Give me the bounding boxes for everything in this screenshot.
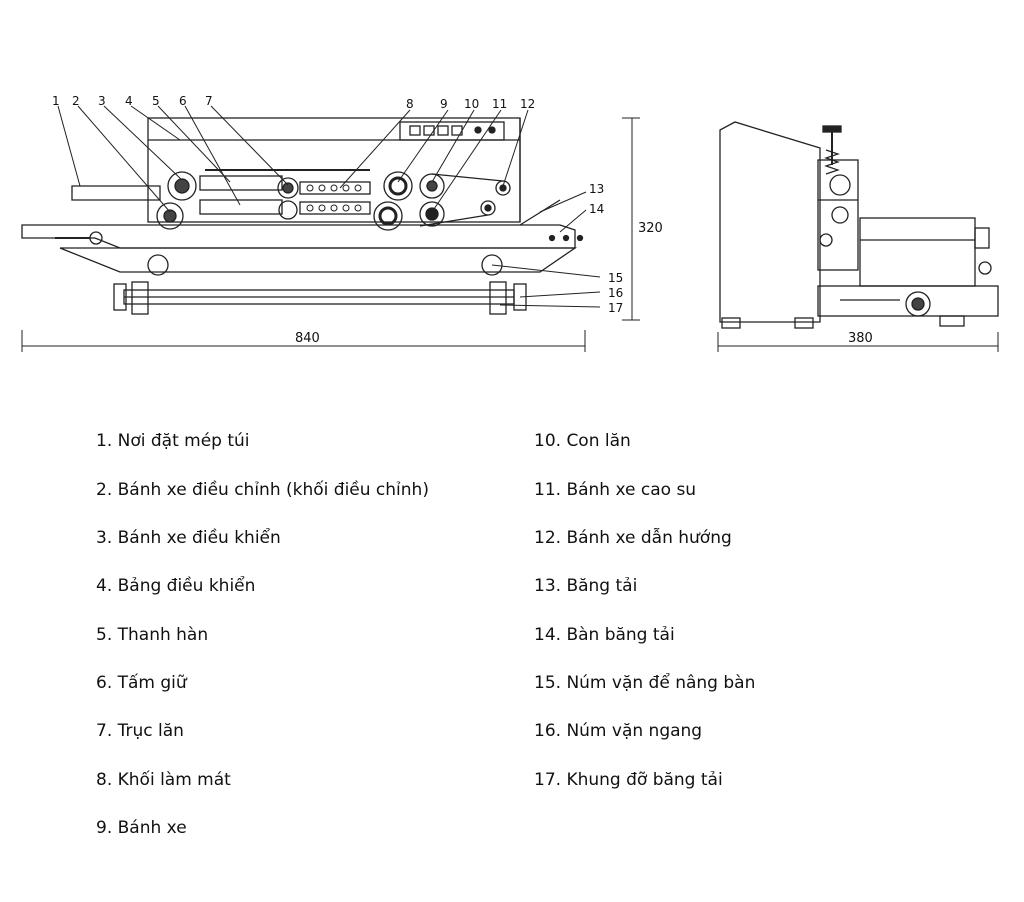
- side-base: [817, 285, 999, 317]
- left-knob: [89, 231, 103, 245]
- rubber-wheel: [419, 201, 445, 227]
- legend-item-12: 12. Bánh xe dẫn hướng: [534, 528, 732, 548]
- side-housing: [719, 121, 821, 323]
- callout-number-1: 1: [52, 94, 60, 108]
- dimension-height: 320: [638, 221, 663, 236]
- upper-belt: [431, 173, 504, 182]
- legend-item-14: 14. Bàn băng tải: [534, 625, 675, 645]
- horizontal-knob-left: [113, 283, 127, 311]
- cooling-block: [299, 201, 371, 215]
- legend-item-11: 11. Bánh xe cao su: [534, 480, 697, 500]
- callout-number-11: 11: [492, 97, 507, 111]
- legend-item-10: 10. Con lăn: [534, 431, 631, 451]
- legend-item-7: 7. Trục lăn: [96, 721, 184, 741]
- callout-number-3: 3: [98, 94, 106, 108]
- dimension-width: 380: [848, 331, 873, 346]
- legend-item-2: 2. Bánh xe điều chỉnh (khối điều chỉnh): [96, 480, 429, 500]
- side-mechanism: [817, 159, 859, 271]
- callout-number-9: 9: [440, 97, 448, 111]
- wheel: [383, 171, 413, 201]
- lower-belt: [419, 214, 489, 227]
- callout-number-14: 14: [589, 202, 604, 216]
- display-digit: [409, 125, 421, 136]
- legend-item-9: 9. Bánh xe: [96, 818, 187, 838]
- callout-number-15: 15: [608, 271, 623, 285]
- side-view: [719, 121, 999, 329]
- rubber-wheel-lower: [373, 201, 403, 231]
- callout-number-10: 10: [464, 97, 479, 111]
- legend-item-13: 13. Băng tải: [534, 576, 638, 596]
- adjusting-spring: [824, 149, 840, 175]
- table-height-knob-left: [147, 254, 169, 276]
- front-view: [21, 117, 584, 315]
- callout-number-13: 13: [589, 182, 604, 196]
- legend-item-15: 15. Núm vặn để nâng bàn: [534, 673, 756, 693]
- callout-number-2: 2: [72, 94, 80, 108]
- legend-item-5: 5. Thanh hàn: [96, 625, 209, 645]
- callout-number-12: 12: [520, 97, 535, 111]
- frame-bracket-right: [489, 281, 507, 315]
- display-digit: [437, 125, 449, 136]
- holding-plate: [199, 199, 283, 215]
- display-digit: [423, 125, 435, 136]
- callout-number-8: 8: [406, 97, 414, 111]
- callout-leaders: [57, 105, 601, 308]
- side-knob: [905, 291, 931, 317]
- lower-roller: [278, 200, 298, 220]
- support-frame: [59, 247, 578, 273]
- callout-number-6: 6: [179, 94, 187, 108]
- cooling-block: [299, 181, 371, 195]
- panel-button: [488, 126, 496, 134]
- legend-item-4: 4. Bảng điều khiển: [96, 576, 256, 596]
- sealing-bar: [199, 175, 283, 191]
- callout-number-7: 7: [205, 94, 213, 108]
- dimension-length: 840: [295, 331, 320, 346]
- legend-item-8: 8. Khối làm mát: [96, 770, 231, 790]
- legend-item-3: 3. Bánh xe điều khiển: [96, 528, 281, 548]
- callout-number-17: 17: [608, 301, 623, 315]
- legend-item-6: 6. Tấm giữ: [96, 673, 187, 693]
- dimension-lines: [21, 117, 999, 352]
- callout-number-16: 16: [608, 286, 623, 300]
- legend-item-17: 17. Khung đỡ băng tải: [534, 770, 723, 790]
- callout-number-5: 5: [152, 94, 160, 108]
- frame-bracket-left: [131, 281, 149, 315]
- table-height-knob: [481, 254, 503, 276]
- legend-item-16: 16. Núm vặn ngang: [534, 721, 703, 741]
- bag-edge-shelf: [71, 185, 161, 201]
- motor: [859, 217, 976, 287]
- panel-button: [474, 126, 482, 134]
- control-wheel: [156, 202, 184, 230]
- control-panel: [399, 121, 505, 141]
- legend-item-1: 1. Nơi đặt mép túi: [96, 431, 250, 451]
- conveyor-ramp: [519, 199, 561, 226]
- callout-number-4: 4: [125, 94, 133, 108]
- adjusting-wheel: [167, 171, 197, 201]
- conveyor-table: [21, 224, 576, 249]
- roller-shaft: [277, 177, 299, 199]
